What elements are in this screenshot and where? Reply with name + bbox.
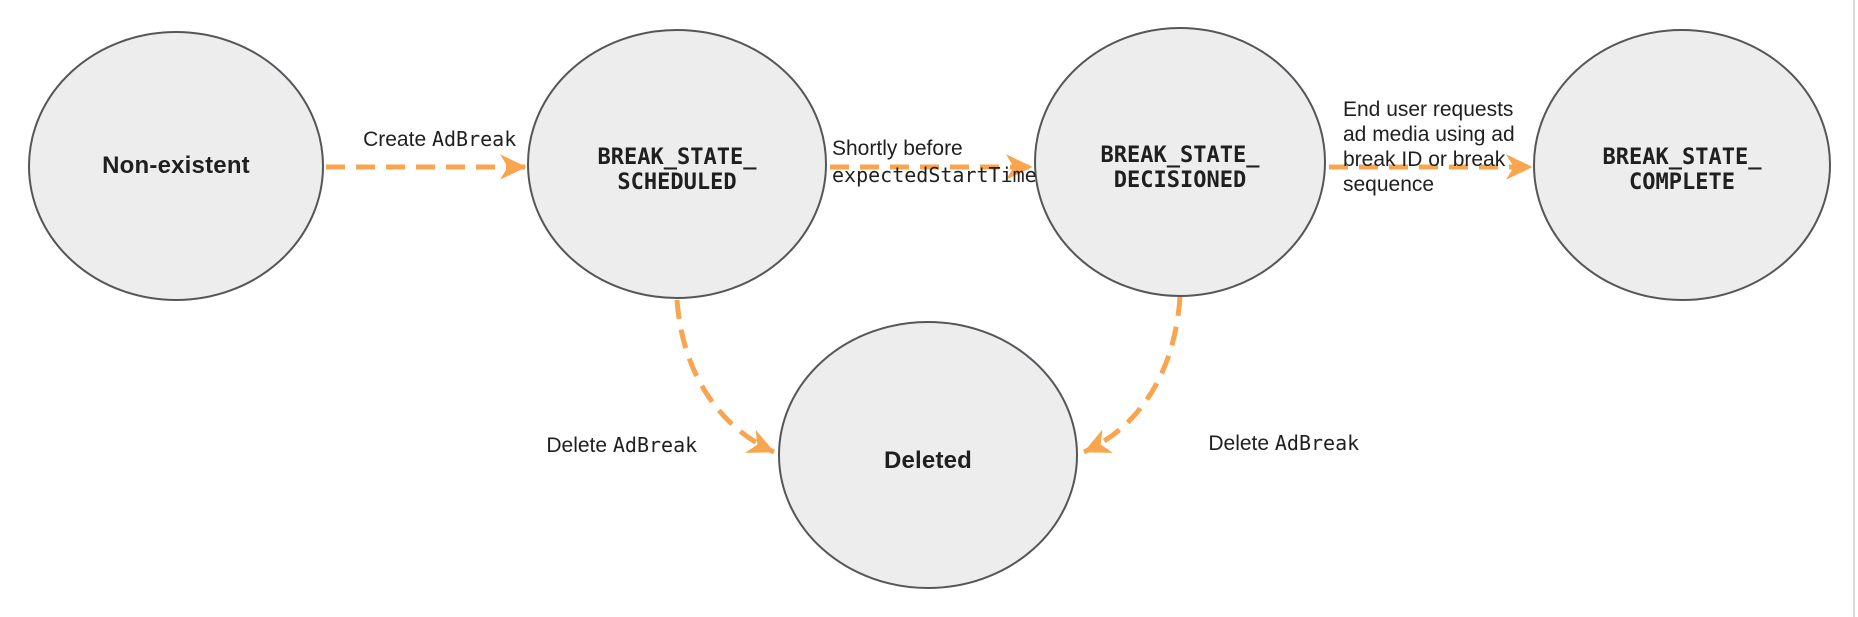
state-node-break-state-scheduled xyxy=(527,29,827,299)
transition-label-end-user-requests: End user requests ad media using ad brea… xyxy=(1343,45,1515,249)
transition-label-create-adbreak: Create AdBreak xyxy=(340,100,517,179)
state-node-break-state-decisioned xyxy=(1034,27,1326,297)
transition-label-code-text: AdBreak xyxy=(612,433,698,457)
state-label-break-state-decisioned: BREAK_STATE_ DECISIONED xyxy=(1100,143,1260,193)
transition-label-plain-text: Create xyxy=(363,128,432,151)
state-label-non-existent: Non-existent xyxy=(102,152,250,179)
transition-label-plain-text: Delete xyxy=(546,434,613,457)
transition-label-plain-text: End user requests ad media using ad brea… xyxy=(1343,98,1515,196)
transition-label-plain-text: Shortly before xyxy=(832,137,963,160)
transition-arrow-delete-adbreak-right xyxy=(1082,296,1183,455)
transition-label-plain-text: Delete xyxy=(1208,432,1275,455)
state-label-break-state-scheduled: BREAK_STATE_ SCHEDULED xyxy=(597,145,757,195)
transition-label-code-text: AdBreak xyxy=(431,127,517,151)
state-node-deleted xyxy=(778,321,1078,589)
state-node-break-state-complete xyxy=(1533,29,1831,301)
transition-label-delete-adbreak-right: Delete AdBreak xyxy=(1185,404,1359,483)
transition-label-code-text: AdBreak xyxy=(1274,431,1360,455)
transition-label-code-text: expectedStartTime xyxy=(832,163,1037,187)
state-label-deleted: Deleted xyxy=(883,447,973,474)
transition-label-delete-adbreak-left: Delete AdBreak xyxy=(523,406,697,485)
state-node-non-existent xyxy=(28,31,324,301)
transition-arrow-delete-adbreak-left xyxy=(674,299,776,455)
state-label-break-state-complete: BREAK_STATE_ COMPLETE xyxy=(1602,145,1762,195)
transition-label-shortly-before: Shortly before expectedStartTime xyxy=(832,84,1037,240)
